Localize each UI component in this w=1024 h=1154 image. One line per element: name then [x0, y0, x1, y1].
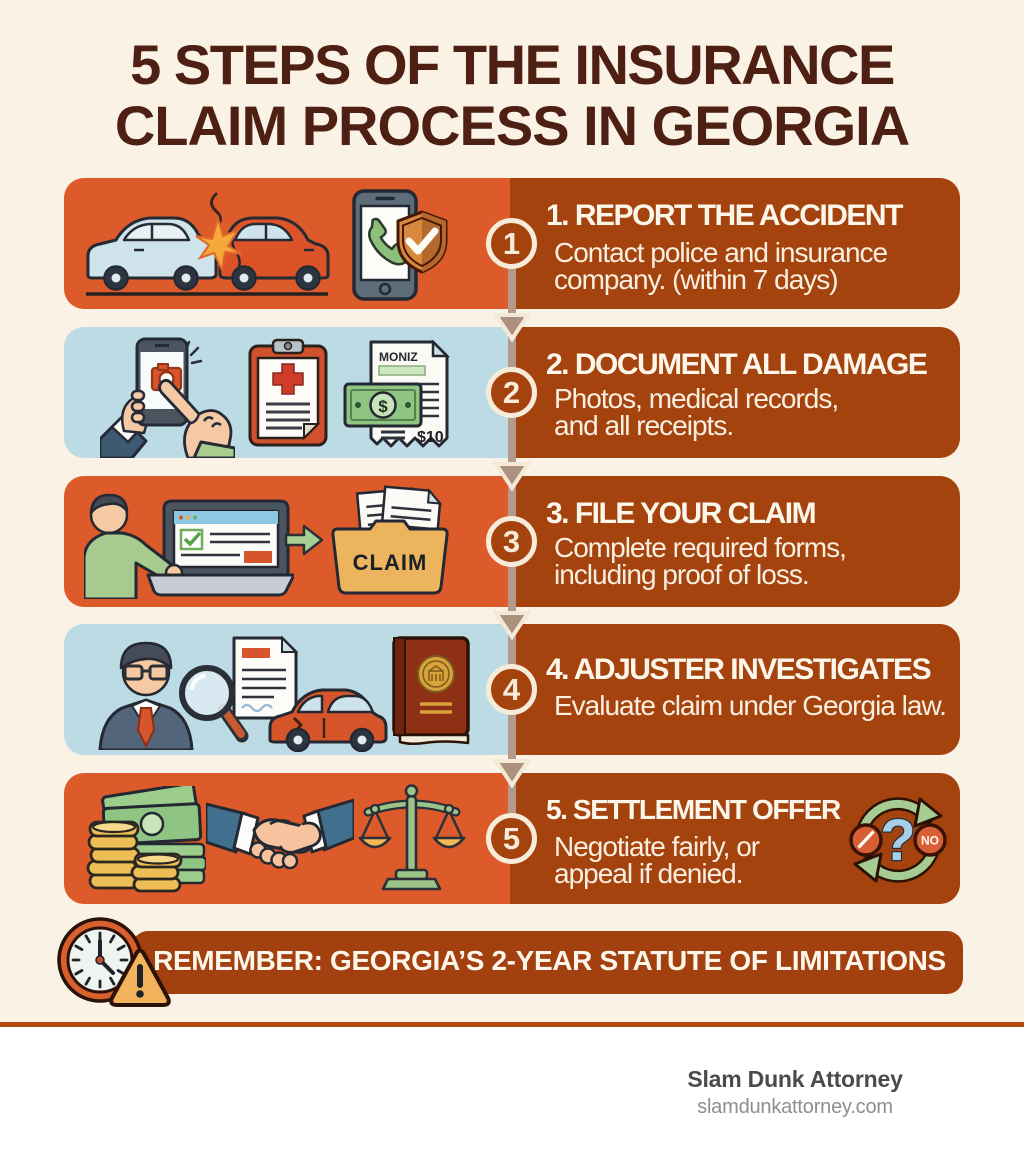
svg-text:$10: $10: [417, 429, 444, 446]
svg-text:$: $: [378, 397, 388, 416]
svg-text:NO: NO: [921, 834, 939, 848]
svg-text:MONIZ: MONIZ: [379, 350, 418, 364]
svg-text:?: ?: [880, 808, 915, 873]
svg-text:CLAIM: CLAIM: [353, 550, 428, 575]
